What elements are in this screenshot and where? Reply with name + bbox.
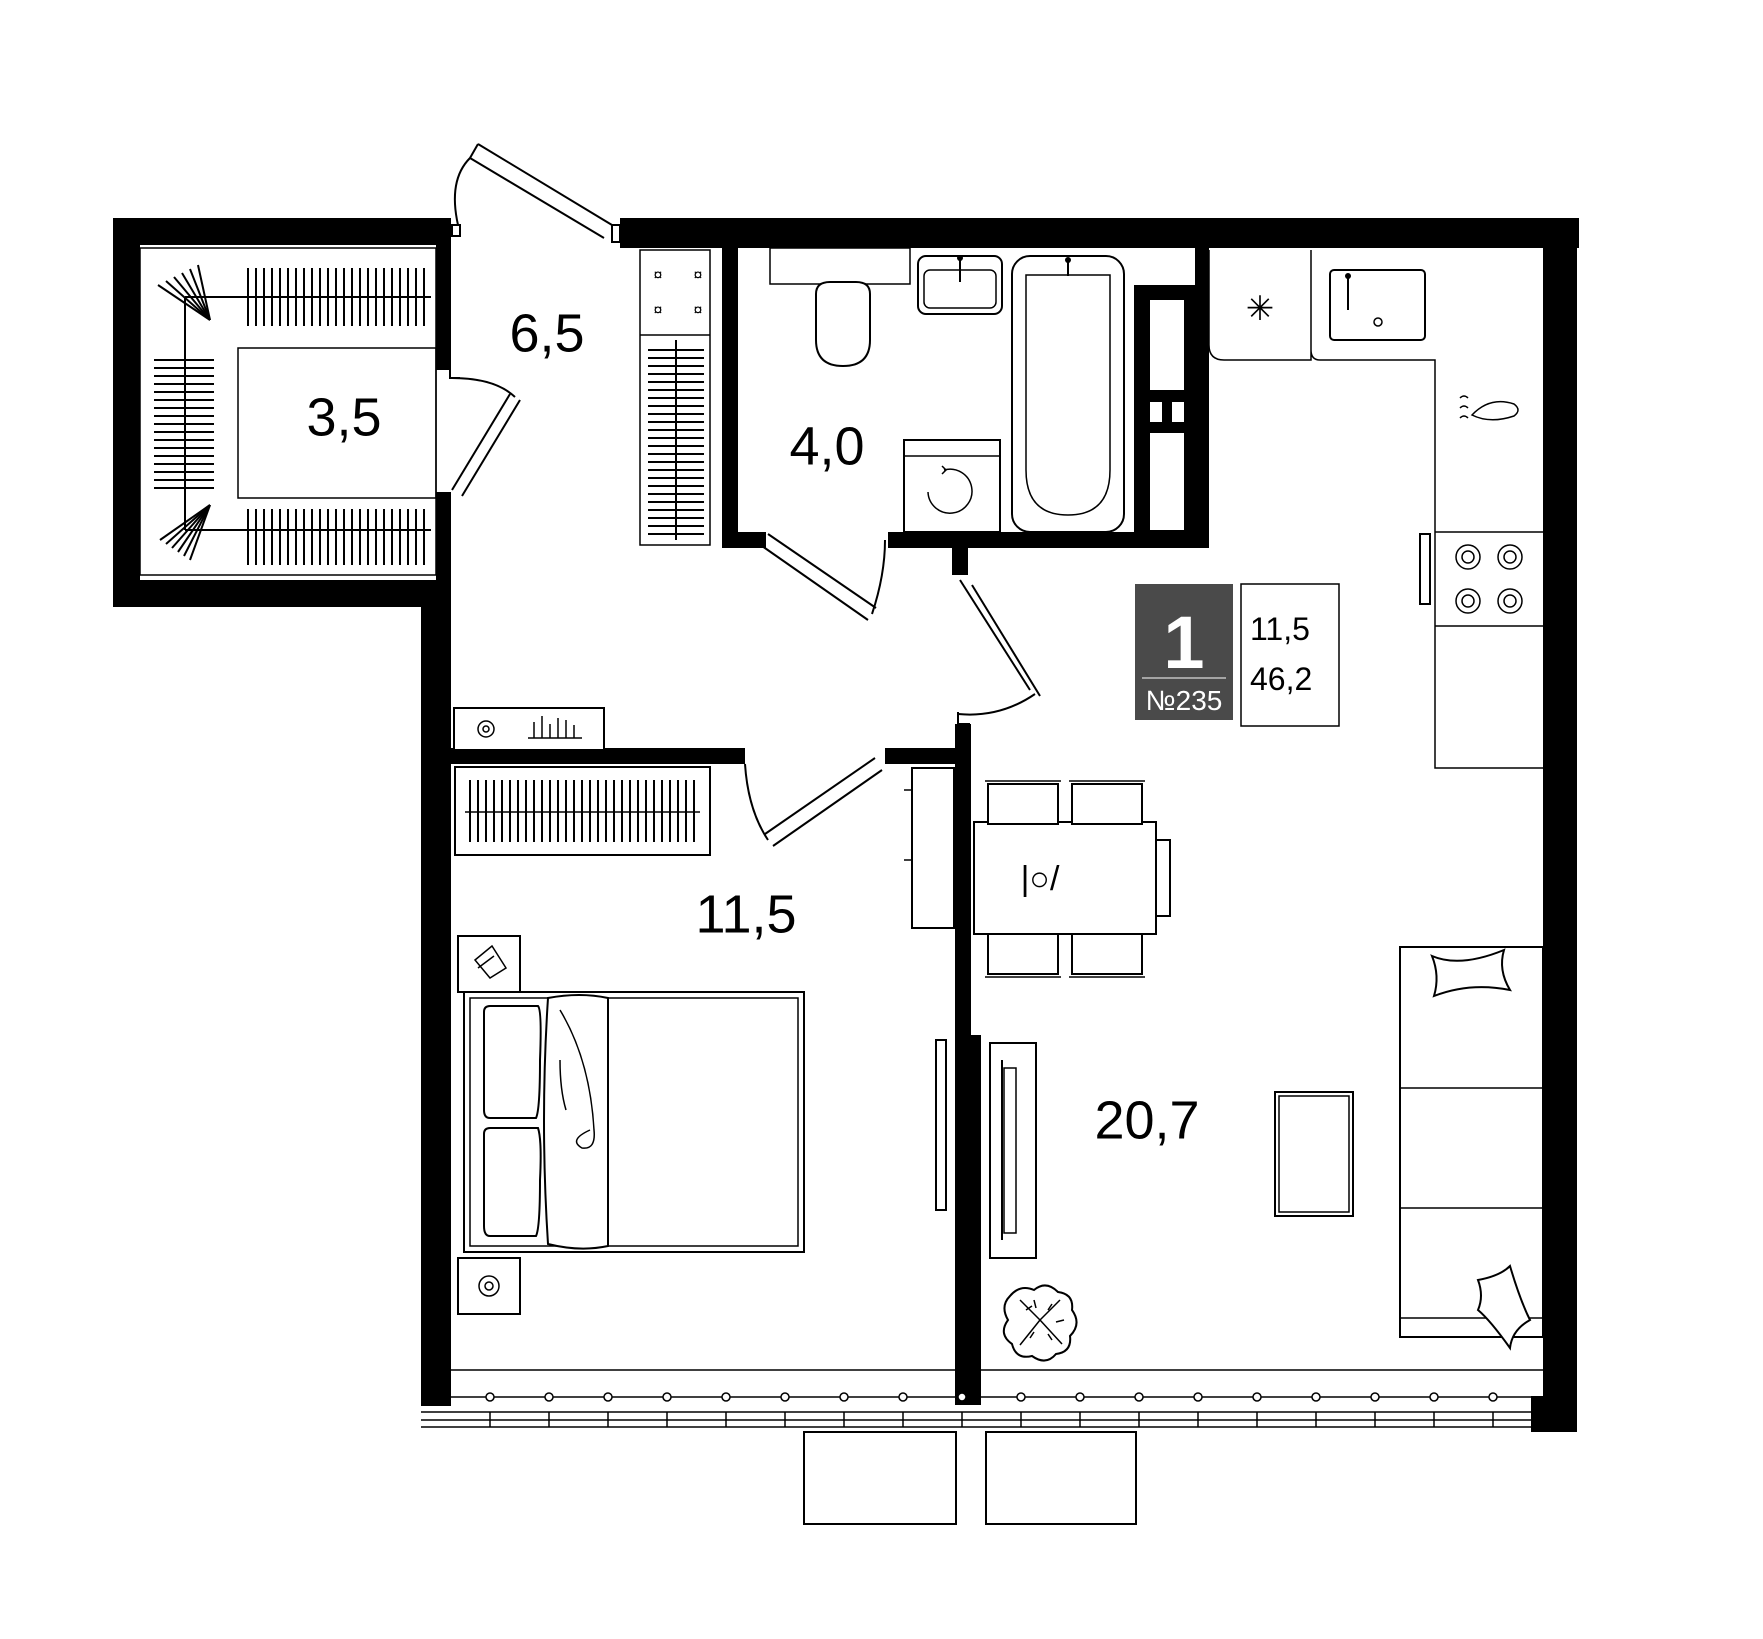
closet-shelves <box>139 247 437 576</box>
bathroom-fixtures <box>769 247 1125 533</box>
svg-text:¤: ¤ <box>694 267 703 284</box>
room-area-living-kitchen: 20,7 <box>1094 1090 1199 1150</box>
doors <box>449 143 1041 847</box>
rooms-count: 1 <box>1163 601 1204 684</box>
living-furniture <box>935 946 1544 1362</box>
washing-machine-icon <box>927 468 973 514</box>
apartment-number: №235 <box>1146 685 1223 716</box>
hallway-furniture: ¤ ¤ ¤ ¤ <box>453 249 711 751</box>
living-area: 11,5 <box>1250 611 1310 647</box>
bedroom-furniture <box>454 766 805 1315</box>
room-area-bedroom: 11,5 <box>695 884 796 944</box>
svg-text:¤: ¤ <box>654 302 663 319</box>
room-area-bathroom: 4,0 <box>789 416 864 476</box>
svg-text:|○/: |○/ <box>1021 860 1060 898</box>
room-area-hallway: 6,5 <box>509 303 584 363</box>
window-balcony <box>421 1369 1543 1525</box>
snowflake-icon: ✳ <box>1246 290 1275 328</box>
badge-background <box>1135 584 1233 720</box>
svg-text:¤: ¤ <box>654 267 663 284</box>
room-area-walkin-closet: 3,5 <box>306 387 381 447</box>
dining-set: |○/ <box>904 767 1171 978</box>
apartment-badge: 1 №235 11,5 46,2 <box>1135 583 1340 727</box>
kitchen: ✳ <box>1208 250 1543 769</box>
total-area: 46,2 <box>1250 661 1312 697</box>
svg-text:¤: ¤ <box>694 302 703 319</box>
plant-icon <box>1002 1284 1078 1362</box>
walls <box>113 218 1579 1432</box>
